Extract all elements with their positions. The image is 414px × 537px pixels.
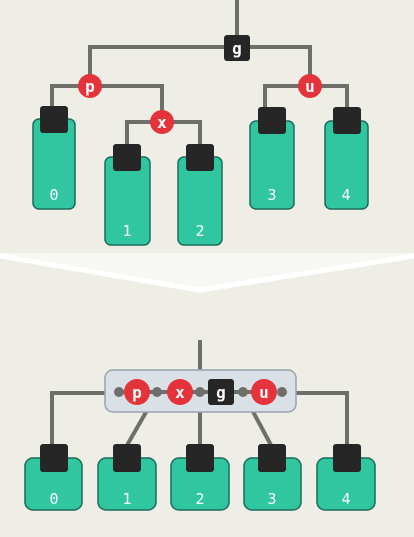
merged-node: p x g u <box>104 369 297 413</box>
after-subtree-4: 4 <box>316 444 376 511</box>
edge-p-x <box>101 84 164 120</box>
subtree-label: 0 <box>49 186 58 204</box>
node-u: u <box>298 74 322 98</box>
edge-x-1 <box>125 120 151 146</box>
after-subtree-3: 3 <box>243 444 302 511</box>
subtree-label: 1 <box>122 490 131 508</box>
merged-key-u: u <box>251 379 277 405</box>
before-subtree-1: 1 <box>104 144 151 246</box>
merged-key-label: x <box>175 383 185 402</box>
node-label: u <box>305 77 315 96</box>
after-subtree-2: 2 <box>170 444 230 511</box>
merged-key-label: p <box>132 383 142 402</box>
node-p: p <box>78 74 102 98</box>
before-subtree-4: 4 <box>324 107 369 210</box>
edge-g-u <box>250 45 312 86</box>
subtree-label: 0 <box>49 490 58 508</box>
after-subtree-1: 1 <box>97 444 157 511</box>
node-x: x <box>150 110 174 134</box>
merged-key-p: p <box>124 379 150 405</box>
transition-arrow <box>0 253 414 293</box>
before-subtree-2: 2 <box>177 144 223 246</box>
node-label: p <box>85 77 95 96</box>
edge-p-0 <box>50 84 79 108</box>
subtree-label: 1 <box>122 222 131 240</box>
edge-merged-0 <box>50 391 118 447</box>
edge-g-p <box>88 45 224 86</box>
before-subtree-0: 0 <box>32 106 76 210</box>
subtree-label: 4 <box>341 490 350 508</box>
before-subtree-3: 3 <box>249 107 295 210</box>
subtree-label: 3 <box>267 186 276 204</box>
merged-key-label: u <box>259 383 269 402</box>
merged-key-label: g <box>216 383 226 402</box>
before-edges <box>50 0 349 146</box>
node-g: g <box>224 35 250 61</box>
node-label: g <box>232 39 242 58</box>
subtree-label: 3 <box>267 490 276 508</box>
edge-u-4 <box>321 84 349 108</box>
subtree-label: 2 <box>195 490 204 508</box>
subtree-label: 2 <box>195 222 204 240</box>
after-subtree-0: 0 <box>24 444 83 511</box>
merged-key-x: x <box>167 379 193 405</box>
after-tree: p x g u 0 1 <box>24 340 376 511</box>
edge-u-3 <box>263 84 299 108</box>
edge-merged-4 <box>282 391 349 447</box>
edge-x-2 <box>173 120 202 146</box>
subtree-label: 4 <box>341 186 350 204</box>
transition-divider <box>0 253 414 293</box>
merged-key-g: g <box>208 379 234 405</box>
node-label: x <box>157 113 167 132</box>
before-tree: 0 1 2 3 4 g p <box>32 0 369 246</box>
